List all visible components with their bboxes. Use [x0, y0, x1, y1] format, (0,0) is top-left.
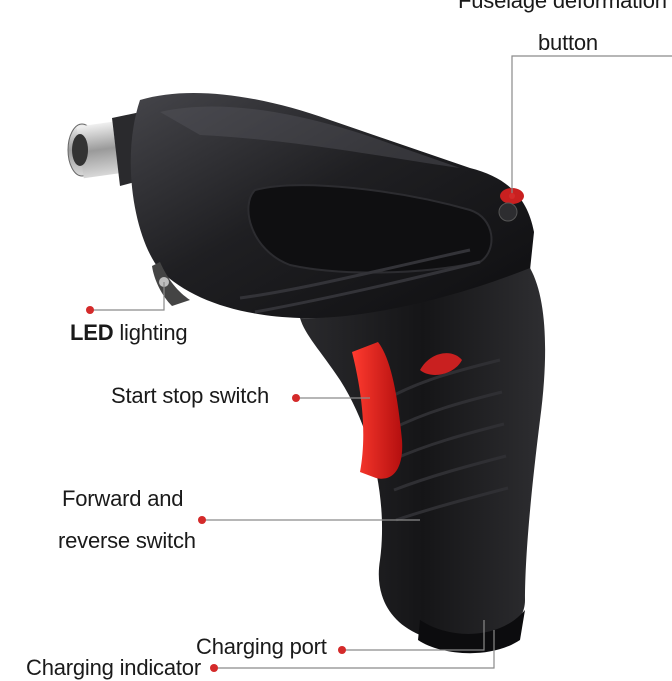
fuselage-label-line1: Fuselage deformation	[458, 0, 667, 13]
led-label: LED lighting	[70, 320, 188, 346]
fuselage-label-line2: button	[538, 30, 598, 55]
fuselage-dot	[509, 193, 515, 199]
charging-indicator-dot	[210, 664, 218, 672]
leader-lines	[90, 55, 672, 669]
led-dot	[86, 306, 94, 314]
charging-indicator-label: Charging indicator	[26, 655, 201, 680]
callout-dots	[86, 193, 515, 672]
led-label-rest: lighting	[113, 320, 188, 345]
grip	[300, 268, 546, 654]
forward-reverse-label-line2: reverse switch	[58, 528, 196, 553]
charging-port-label: Charging port	[196, 634, 327, 659]
forward-reverse-label-line1: Forward and	[62, 486, 184, 511]
barrel	[130, 92, 534, 319]
start-stop-label: Start stop switch	[111, 383, 269, 408]
start-stop-dot	[292, 394, 300, 402]
led-label-bold: LED	[70, 320, 114, 345]
trigger	[352, 342, 403, 479]
forward-reverse-dot	[198, 516, 206, 524]
charging-port-dot	[338, 646, 346, 654]
